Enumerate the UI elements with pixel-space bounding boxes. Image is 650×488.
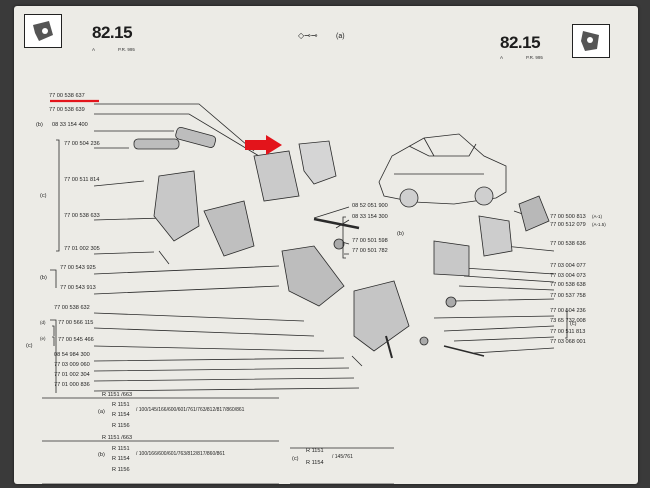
leader-lines <box>93 103 360 392</box>
section-number-right: 82.15 <box>500 33 541 52</box>
section-sub-left-a: A <box>92 47 96 52</box>
part-number: 08 33 154 400 <box>52 122 88 128</box>
part-tag: (b) <box>36 122 43 128</box>
part-number: 77 03 004 073 <box>550 273 586 279</box>
part-number: 77 00 543 913 <box>60 285 96 291</box>
latch-part-center <box>353 280 410 352</box>
part-tag: (b) <box>40 275 47 281</box>
part-number: 77 01 000 836 <box>54 382 90 388</box>
key-icon: ◇⊸⊸ <box>298 31 318 40</box>
part-number: 77 00 500 813 <box>550 214 586 220</box>
part-number: 73 65 732 008 <box>550 318 586 324</box>
part-number: 77 00 537 758 <box>550 293 586 299</box>
part-number: 77 00 511 814 <box>64 177 100 183</box>
footnote-line: R 1156 <box>112 423 130 429</box>
part-number: 77 00 538 632 <box>54 305 90 311</box>
part-number: 77 00 538 637 <box>49 93 85 99</box>
part-number: 77 00 538 633 <box>64 213 100 219</box>
part-number: 77 00 504 236 <box>550 308 586 314</box>
footnote-line: R 1151 <box>112 446 130 452</box>
footnote-line: R 1154 <box>112 412 130 418</box>
part-number: 77 00 538 638 <box>550 282 586 288</box>
footnote-line: R 1151 <box>306 448 324 454</box>
part-number: 77 00 543 925 <box>60 265 96 271</box>
part-note: (A-1) <box>592 214 602 219</box>
part-number: 77 01 002 304 <box>54 372 90 378</box>
footnote-tag: (b) <box>98 452 105 458</box>
mechanism-part <box>281 245 345 307</box>
footnote-list: / 100/145/166/600/601/761/763/812/817/86… <box>136 407 245 413</box>
part-tag: (c) <box>40 193 47 199</box>
car-drawing <box>378 133 507 205</box>
part-number: 08 33 154 300 <box>352 214 388 220</box>
part-tag: (c) <box>26 343 33 349</box>
part-tag: (c) <box>570 321 577 327</box>
part-note: (A-1.5) <box>592 222 606 227</box>
part-number: 77 00 512 079 <box>550 222 586 228</box>
part-number: 08 52 051 900 <box>352 203 388 209</box>
lock-plate-part <box>253 150 300 202</box>
part-number: 77 01 002 305 <box>64 246 100 252</box>
red-arrow <box>245 135 282 155</box>
footnote-line: R 1151 /663 <box>102 435 133 441</box>
footnote-line: R 1151 <box>112 402 130 408</box>
section-number-left: 82.15 <box>92 23 133 42</box>
footnote-line: R 1156 <box>112 467 130 473</box>
footnote-line: R 1154 <box>306 460 324 466</box>
footnote-tag: (a) <box>98 409 105 415</box>
part-number: 77 00 501 598 <box>352 238 388 244</box>
part-tag: (b) <box>397 231 404 237</box>
footnote-list: / 145/761 <box>332 454 353 460</box>
part-number: 77 00 504 236 <box>64 141 100 147</box>
part-number: 77 00 501 782 <box>352 248 388 254</box>
section-sub-right-pr: P.R. 995 <box>526 55 543 60</box>
part-number: 77 00 566 115 <box>58 320 94 326</box>
section-sub-left-pr: P.R. 995 <box>118 47 135 52</box>
footnote-line: R 1154 <box>112 456 130 462</box>
center-reference: (a) <box>336 33 345 40</box>
part-number: 77 03 009 060 <box>54 362 90 368</box>
footnote-tag: (c) <box>292 456 299 462</box>
parts-illustration <box>42 99 568 484</box>
part-number: 77 00 511 813 <box>550 329 586 335</box>
door-lock-icon-right <box>572 24 610 58</box>
part-tag: (e) <box>40 336 46 341</box>
part-number: 77 03 004 077 <box>550 263 586 269</box>
part-number: 77 00 538 639 <box>49 107 85 113</box>
striker-part <box>433 240 470 277</box>
section-sub-right-a: A <box>500 55 504 60</box>
latch-part-left <box>153 170 200 242</box>
door-lock-icon-left <box>24 14 62 48</box>
part-number: 08 54 984 300 <box>54 352 90 358</box>
part-tag: (d) <box>40 320 46 325</box>
footnote-list: / 100/166/600/601/763/812/817/860/861 <box>136 451 225 457</box>
catalog-page: 82.15 A P.R. 995 82.15 A P.R. 995 ◇⊸⊸ (a… <box>14 6 638 484</box>
footnote-line: R 1151 /663 <box>102 392 133 398</box>
part-number: 77 00 538 636 <box>550 241 586 247</box>
part-number: 77 00 545 466 <box>58 337 94 343</box>
part-number: 77 03 068 001 <box>550 339 586 345</box>
handle-part <box>133 138 180 150</box>
